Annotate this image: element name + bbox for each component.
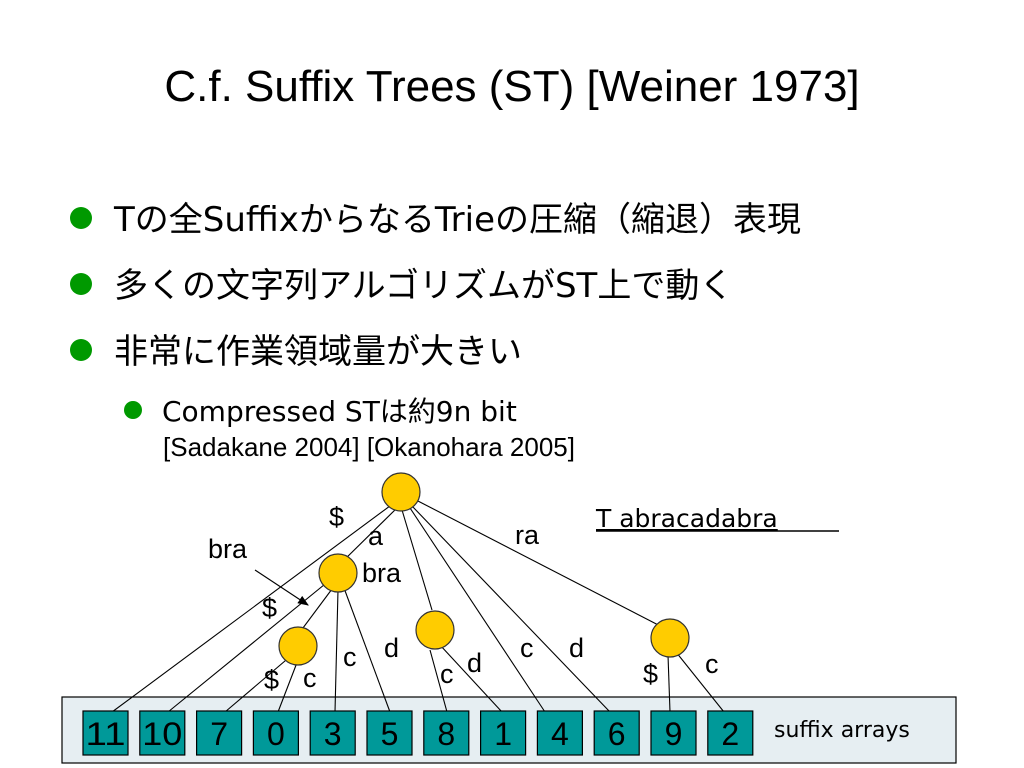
tree-nodes <box>278 472 690 666</box>
suffix-array-cell <box>139 710 186 756</box>
suffix-array-cell <box>650 710 697 756</box>
suffix-array-value: 11 <box>86 716 126 752</box>
edge-bra-leaf-8 <box>429 649 448 713</box>
sub-bullet-reference: [Sadakane 2004] [Okanohara 2005] <box>163 432 575 462</box>
edge-root-leaf-6 <box>411 505 611 713</box>
suffix-array-cell <box>309 710 356 756</box>
bullet-1-text: Tの全SuffixからなるTrieの圧縮（縮退）表現 <box>114 200 802 240</box>
suffix-array-cell <box>252 710 299 756</box>
label-ra-c: c <box>705 649 719 679</box>
suffix-array-value: 6 <box>608 716 626 752</box>
suffix-array-value: 8 <box>437 716 455 752</box>
label-bra-d: d <box>467 648 482 678</box>
sub-bullet: Compressed STは約9n bit <box>124 390 517 430</box>
label-abra-c: c <box>303 663 317 693</box>
node-a <box>318 553 358 593</box>
suffix-array-value: 9 <box>665 716 683 752</box>
bullet-2: 多くの文字列アルゴリズムがST上で動く <box>70 258 733 307</box>
bullet-dot-icon <box>70 206 92 229</box>
text-string-label: T abracadabra <box>595 504 778 533</box>
suffix-array-value: 10 <box>142 716 182 752</box>
bullet-dot-icon <box>70 338 92 361</box>
suffix-array-cell <box>593 710 640 756</box>
suffix-array-cell <box>423 710 470 756</box>
suffix-array-value: 2 <box>721 716 739 752</box>
bullet-1: Tの全SuffixからなるTrieの圧縮（縮退）表現 <box>70 192 801 241</box>
bullet-2-text: 多くの文字列アルゴリズムがST上で動く <box>114 266 734 306</box>
edge-root-leaf-4 <box>409 507 546 713</box>
bullet-3: 非常に作業領域量が大きい <box>70 324 522 373</box>
node-abra <box>278 626 318 666</box>
edge-a-leaf-3 <box>334 589 339 713</box>
edge-abra-leaf-0 <box>277 659 299 713</box>
label-root-a: a <box>368 521 384 551</box>
node-root <box>381 472 421 512</box>
label-root-ra: ra <box>515 520 540 550</box>
suffix-array-value: 1 <box>494 716 512 752</box>
edge-bra-leaf-1 <box>439 644 503 713</box>
label-ra-dollar: $ <box>643 659 658 689</box>
edge-labels: $ a ra bra bra $ c d $ c c d c d $ c <box>208 502 719 695</box>
label-a-d: d <box>384 633 399 663</box>
suffix-array-value: 5 <box>381 716 399 752</box>
edge-a-leaf-5 <box>343 587 391 713</box>
edge-root-ra <box>415 499 669 631</box>
suffix-array-cell <box>536 710 584 756</box>
label-a-bra: bra <box>362 558 402 588</box>
suffix-arrays-label: suffix arrays <box>774 718 910 743</box>
suffix-array-value: 3 <box>324 716 342 752</box>
edge-root-bra <box>401 509 433 611</box>
suffix-array-cell <box>480 710 527 756</box>
bra-link-arrow-icon <box>254 569 309 606</box>
bullet-3-text: 非常に作業領域量が大きい <box>114 332 522 372</box>
suffix-array-cell <box>707 710 754 756</box>
label-root-dollar: $ <box>329 502 344 532</box>
label-abra-dollar: $ <box>264 665 279 695</box>
bullet-dot-icon <box>70 272 92 295</box>
label-bra-c: c <box>440 659 454 689</box>
edge-ra-leaf-2 <box>675 651 725 713</box>
label-root-d: d <box>569 633 584 663</box>
suffix-array-cell <box>366 710 413 756</box>
suffix-array-cells: 11 10 7 0 3 5 8 1 4 6 9 2 <box>82 710 754 756</box>
suffix-array-value: 4 <box>551 716 569 752</box>
edge-abra-leaf-7 <box>224 654 293 713</box>
suffix-array-cell <box>82 710 129 756</box>
edge-ra-leaf-9 <box>667 654 671 713</box>
label-root-c: c <box>520 633 534 663</box>
label-outer-bra: bra <box>208 534 248 564</box>
sub-bullet-text: Compressed STは約9n bit <box>162 395 517 428</box>
node-bra <box>415 610 455 650</box>
edge-root-a <box>338 504 401 566</box>
label-a-dollar: $ <box>262 593 277 623</box>
suffix-array-value: 7 <box>210 716 228 752</box>
suffix-array-value: 0 <box>267 716 285 752</box>
slide-title: C.f. Suffix Trees (ST) [Weiner 1973] <box>164 62 860 111</box>
bullet-dot-icon <box>124 401 142 419</box>
node-ra <box>650 618 690 658</box>
edge-root-leaf-11 <box>111 499 399 713</box>
suffix-array-cell <box>196 710 243 756</box>
label-a-c: c <box>343 642 357 672</box>
